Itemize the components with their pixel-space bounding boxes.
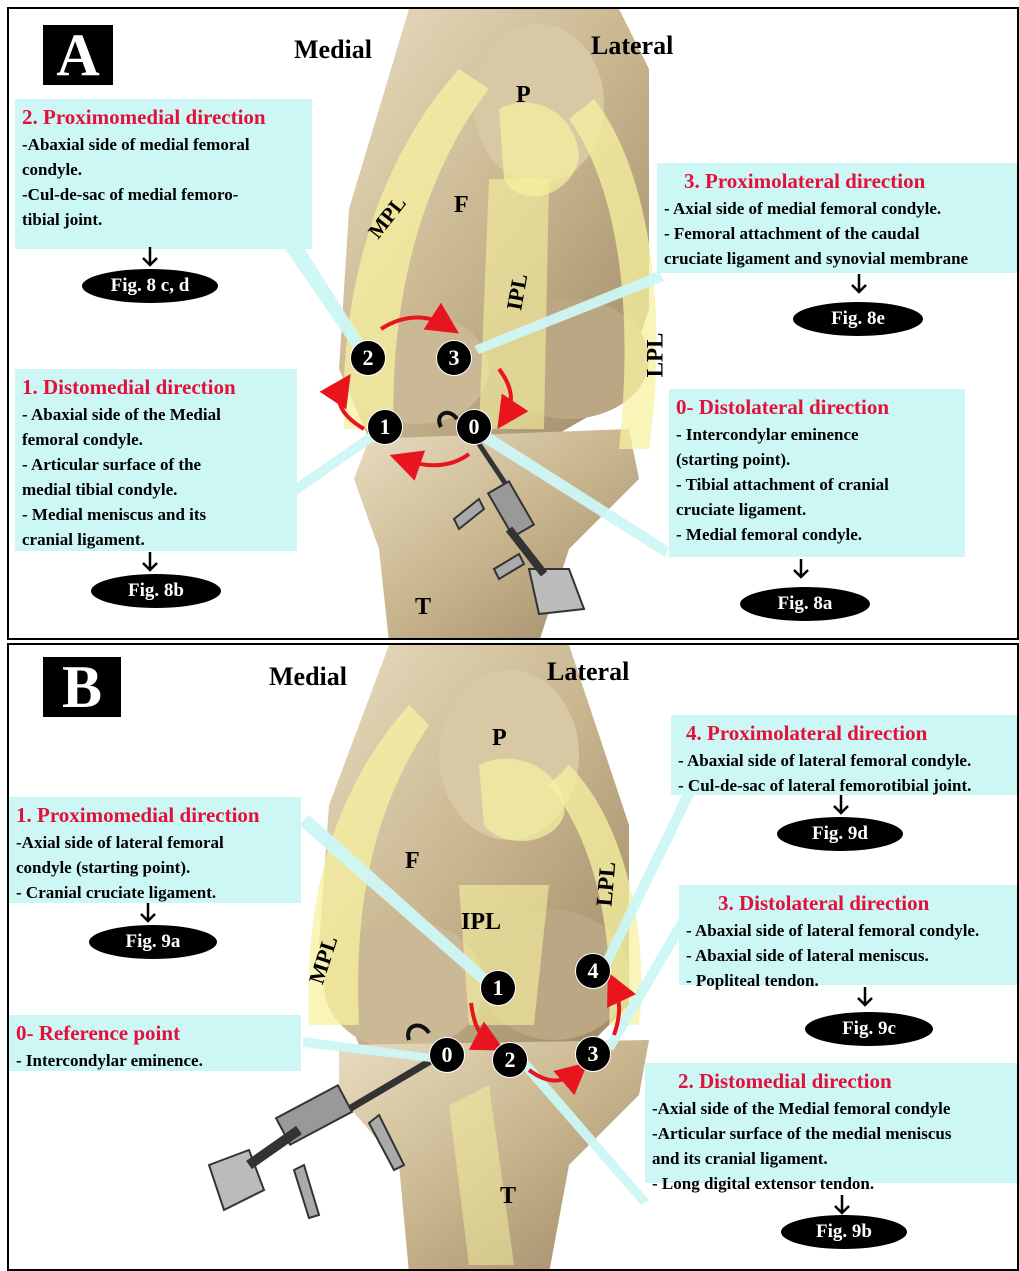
box-title: 3. Proximolateral direction	[664, 168, 1014, 194]
box-line: - Articular surface of the	[22, 452, 290, 477]
fig-reference-9d[interactable]: Fig. 9d	[777, 817, 903, 851]
down-arrow-icon	[832, 1195, 852, 1217]
box-line: (starting point).	[676, 447, 958, 472]
box-line: - Femoral attachment of the caudal	[664, 221, 1014, 246]
panel-a: A Medial Lateral P F T MPL IPL LPL 2. Pr…	[7, 7, 1019, 640]
point-3: 3	[436, 340, 472, 376]
box-line: -Articular surface of the medial meniscu…	[652, 1121, 1014, 1146]
box-line: - Abaxial side of lateral meniscus.	[686, 943, 1014, 968]
box-title: 2. Distomedial direction	[652, 1068, 1014, 1094]
point-1: 1	[480, 970, 516, 1006]
fig-reference-9a[interactable]: Fig. 9a	[89, 925, 217, 959]
info-box-proximomedial: 2. Proximomedial direction -Abaxial side…	[15, 99, 312, 249]
box-line: femoral condyle.	[22, 427, 290, 452]
box-line: - Medial femoral condyle.	[676, 522, 958, 547]
box-line: - Abaxial side of the Medial	[22, 402, 290, 427]
box-line: - Cranial cruciate ligament.	[16, 880, 294, 905]
box-line: -Axial side of lateral femoral	[16, 830, 294, 855]
box-line: - Axial side of medial femoral condyle.	[664, 196, 1014, 221]
info-box-proximomedial: 1. Proximomedial direction -Axial side o…	[9, 797, 301, 903]
point-0: 0	[456, 409, 492, 445]
box-line: cranial ligament.	[22, 527, 290, 552]
down-arrow-icon	[140, 552, 160, 574]
fig-reference-8cd[interactable]: Fig. 8 c, d	[82, 269, 218, 303]
box-line: - Medial meniscus and its	[22, 502, 290, 527]
fig-reference-8a[interactable]: Fig. 8a	[740, 587, 870, 621]
box-line: - Abaxial side of lateral femoral condyl…	[686, 918, 1014, 943]
box-title: 0- Distolateral direction	[676, 394, 958, 420]
box-line: - Intercondylar eminence	[676, 422, 958, 447]
box-title: 2. Proximomedial direction	[22, 104, 305, 130]
box-line: cruciate ligament and synovial membrane	[664, 246, 1014, 271]
info-box-distolateral: 3. Distolateral direction - Abaxial side…	[679, 885, 1019, 985]
down-arrow-icon	[855, 987, 875, 1009]
fig-reference-9b[interactable]: Fig. 9b	[781, 1215, 907, 1249]
fig-reference-8e[interactable]: Fig. 8e	[793, 302, 923, 336]
down-arrow-icon	[140, 247, 160, 269]
box-line: condyle.	[22, 157, 305, 182]
box-line: medial tibial condyle.	[22, 477, 290, 502]
down-arrow-icon	[849, 274, 869, 296]
down-arrow-icon	[138, 903, 158, 925]
box-line: -Axial side of the Medial femoral condyl…	[652, 1096, 1014, 1121]
point-0: 0	[429, 1037, 465, 1073]
box-line: condyle (starting point).	[16, 855, 294, 880]
fig-reference-8b[interactable]: Fig. 8b	[91, 574, 221, 608]
point-3: 3	[575, 1036, 611, 1072]
point-2: 2	[350, 340, 386, 376]
point-2: 2	[492, 1042, 528, 1078]
box-title: 3. Distolateral direction	[686, 890, 1014, 916]
info-box-distolateral: 0- Distolateral direction - Intercondyla…	[669, 389, 965, 557]
box-title: 4. Proximolateral direction	[678, 720, 1014, 746]
box-line: tibial joint.	[22, 207, 305, 232]
box-title: 1. Proximomedial direction	[16, 802, 294, 828]
box-line: cruciate ligament.	[676, 497, 958, 522]
info-box-reference-point: 0- Reference point - Intercondylar emine…	[9, 1015, 301, 1071]
box-line: - Popliteal tendon.	[686, 968, 1014, 993]
info-box-proximolateral: 4. Proximolateral direction - Abaxial si…	[671, 715, 1019, 795]
point-4: 4	[575, 953, 611, 989]
info-box-proximolateral: 3. Proximolateral direction - Axial side…	[657, 163, 1019, 273]
info-box-distomedial: 1. Distomedial direction - Abaxial side …	[15, 369, 297, 551]
box-title: 1. Distomedial direction	[22, 374, 290, 400]
box-line: - Intercondylar eminence.	[16, 1048, 294, 1073]
box-line: - Long digital extensor tendon.	[652, 1171, 1014, 1196]
box-line: -Abaxial side of medial femoral	[22, 132, 305, 157]
box-line: - Tibial attachment of cranial	[676, 472, 958, 497]
fig-reference-9c[interactable]: Fig. 9c	[805, 1012, 933, 1046]
down-arrow-icon	[831, 795, 851, 817]
box-line: and its cranial ligament.	[652, 1146, 1014, 1171]
box-title: 0- Reference point	[16, 1020, 294, 1046]
point-1: 1	[367, 409, 403, 445]
box-line: -Cul-de-sac of medial femoro-	[22, 182, 305, 207]
box-line: - Abaxial side of lateral femoral condyl…	[678, 748, 1014, 773]
panel-b: B Medial Lateral P F T MPL IPL LPL 4. Pr…	[7, 643, 1019, 1271]
down-arrow-icon	[791, 559, 811, 581]
info-box-distomedial: 2. Distomedial direction -Axial side of …	[645, 1063, 1019, 1183]
